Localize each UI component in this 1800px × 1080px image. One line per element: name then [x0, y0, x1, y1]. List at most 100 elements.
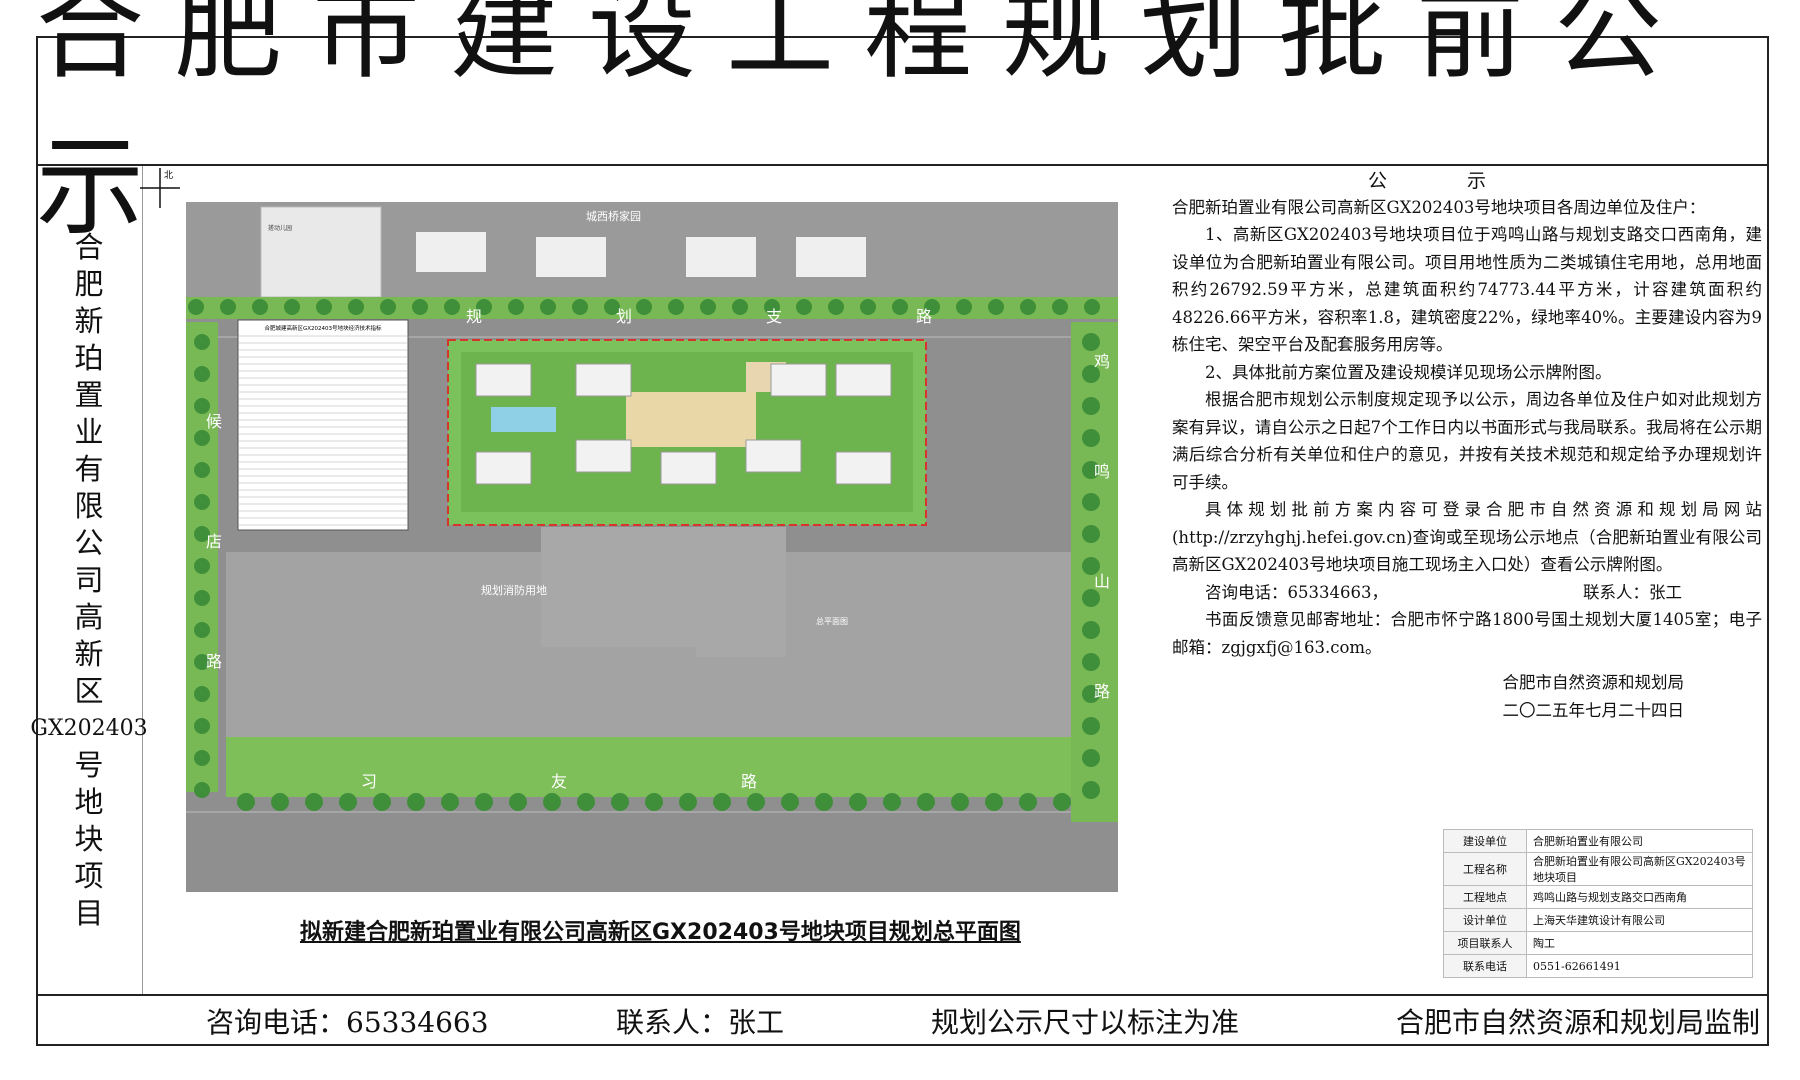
info-key: 项目联系人 — [1443, 931, 1527, 955]
tree-icon — [194, 366, 210, 382]
tree-icon — [380, 299, 396, 315]
project-name-char: 高 — [74, 599, 104, 634]
tree-icon — [1053, 793, 1071, 811]
tree-icon — [476, 299, 492, 315]
tree-icon — [194, 462, 210, 478]
north-arrow-icon: 北 — [140, 168, 180, 208]
tree-icon — [508, 299, 524, 315]
project-name-char: 新 — [74, 303, 104, 338]
tree-icon — [604, 299, 620, 315]
tree-icon — [645, 793, 663, 811]
info-key: 设计单位 — [1443, 908, 1527, 932]
tree-icon — [194, 526, 210, 542]
project-name-char: 新 — [74, 636, 104, 671]
tree-icon — [849, 793, 867, 811]
notice-panel: 公示 合肥新珀置业有限公司高新区GX202403号地块项目各周边单位及住户： 1… — [1172, 168, 1762, 724]
road-label-left: 店 — [206, 532, 222, 551]
tree-icon — [348, 299, 364, 315]
tree-icon — [828, 299, 844, 315]
tree-icon — [747, 793, 765, 811]
tree-icon — [194, 334, 210, 350]
project-name-char: 块 — [74, 821, 104, 856]
tree-icon — [188, 299, 204, 315]
tree-icon — [917, 793, 935, 811]
tree-icon — [271, 793, 289, 811]
notice-contact-row: 咨询电话：65334663， 联系人：张工 — [1172, 579, 1762, 607]
tree-icon — [860, 299, 876, 315]
tree-icon — [509, 793, 527, 811]
info-value: 鸡鸣山路与规划支路交口西南角 — [1526, 885, 1753, 909]
tree-icon — [194, 654, 210, 670]
tree-icon — [611, 793, 629, 811]
tree-icon — [700, 299, 716, 315]
project-name-char: 目 — [74, 895, 104, 930]
notice-contact: 联系人：张工 — [1583, 582, 1682, 602]
tree-icon — [1082, 589, 1100, 607]
tree-icon — [444, 299, 460, 315]
notice-para-2: 2、具体批前方案位置及建设规模详见现场公示牌附图。 — [1205, 362, 1612, 382]
info-row: 工程地点鸡鸣山路与规划支路交口西南角 — [1443, 885, 1753, 909]
tree-icon — [796, 299, 812, 315]
tree-icon — [475, 793, 493, 811]
notice-heading: 公示 — [1367, 170, 1566, 192]
tree-icon — [892, 299, 908, 315]
project-name-char: 地 — [74, 784, 104, 819]
project-info-table: 建设单位合肥新珀置业有限公司工程名称合肥新珀置业有限公司高新区GX202403号… — [1443, 829, 1753, 978]
tree-icon — [194, 750, 210, 766]
indicator-table — [237, 319, 409, 531]
road-label-top: 规 — [466, 307, 482, 326]
tree-icon — [1082, 557, 1100, 575]
tree-icon — [1020, 299, 1036, 315]
project-name-char: 公 — [74, 525, 104, 560]
road-label-bottom: 路 — [741, 772, 757, 791]
project-name-char: 限 — [74, 488, 104, 523]
community-label: 城西桥家园 — [586, 209, 641, 223]
notice-org: 合肥市自然资源和规划局 — [1502, 673, 1685, 692]
tree-icon — [194, 718, 210, 734]
tree-icon — [1082, 621, 1100, 639]
tree-icon — [1082, 429, 1100, 447]
road-label-bottom: 习 — [361, 772, 377, 791]
info-row: 设计单位上海天华建筑设计有限公司 — [1443, 908, 1753, 932]
tree-icon — [339, 793, 357, 811]
tree-icon — [305, 793, 323, 811]
road-label-top: 划 — [616, 307, 632, 326]
info-value: 合肥新珀置业有限公司高新区GX202403号地块项目 — [1526, 852, 1753, 886]
tree-icon — [194, 686, 210, 702]
road-label-right: 鸣 — [1094, 462, 1110, 481]
tree-icon — [1082, 525, 1100, 543]
info-value: 上海天华建筑设计有限公司 — [1526, 908, 1753, 932]
info-key: 工程名称 — [1443, 852, 1527, 886]
tree-icon — [284, 299, 300, 315]
tree-icon — [572, 299, 588, 315]
info-value: 合肥新珀置业有限公司 — [1526, 829, 1753, 853]
footer-supervisor: 合肥市自然资源和规划局监制 — [1396, 1006, 1761, 1039]
tree-icon — [237, 793, 255, 811]
tree-icon — [951, 793, 969, 811]
footer-note: 规划公示尺寸以标注为准 — [931, 1006, 1240, 1039]
tree-icon — [252, 299, 268, 315]
tree-icon — [668, 299, 684, 315]
info-value: 0551-62661491 — [1526, 954, 1753, 978]
tree-icon — [636, 299, 652, 315]
project-name-char: 肥 — [74, 266, 104, 301]
tree-icon — [1082, 365, 1100, 383]
road-label-top: 路 — [916, 307, 932, 326]
tree-icon — [441, 793, 459, 811]
notice-salutation: 合肥新珀置业有限公司高新区GX202403号地块项目各周边单位及住户： — [1172, 197, 1706, 217]
tree-icon — [781, 793, 799, 811]
tree-icon — [540, 299, 556, 315]
project-name-char: 置 — [74, 377, 104, 412]
title-bar: 合肥市建设工程规划批前公示 — [36, 0, 1769, 250]
notice-mail: 书面反馈意见邮寄地址：合肥市怀宁路1800号国土规划大厦1405室；电子邮箱：z… — [1172, 610, 1762, 657]
tree-icon — [1082, 461, 1100, 479]
notice-para-3: 根据合肥市规划公示制度规定现予以公示，周边各单位及住户如对此规划方案有异议，请自… — [1172, 390, 1762, 492]
project-name-char: 项 — [74, 858, 104, 893]
tree-icon — [194, 590, 210, 606]
info-value: 陶工 — [1526, 931, 1753, 955]
info-row: 项目联系人陶工 — [1443, 931, 1753, 955]
north-label: 北 — [164, 170, 173, 181]
tree-icon — [194, 558, 210, 574]
tree-icon — [1082, 685, 1100, 703]
